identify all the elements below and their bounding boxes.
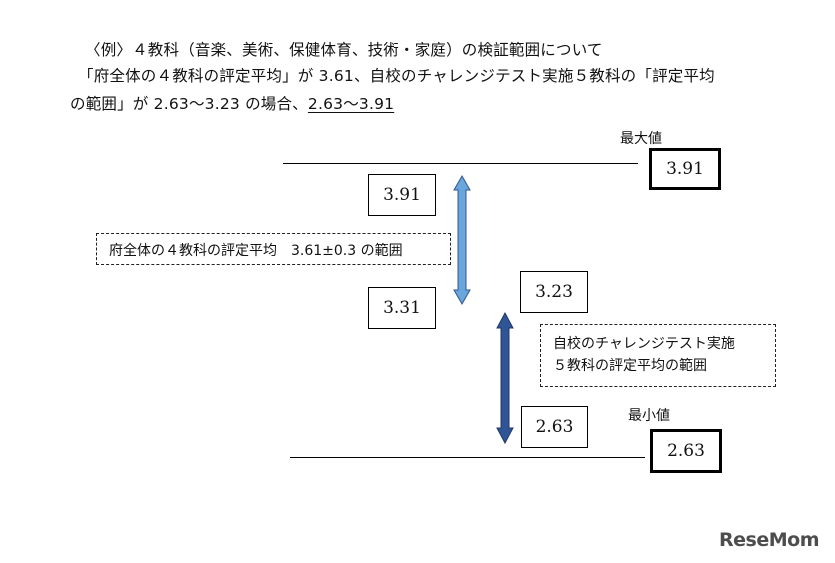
- caption-line-3-prefix: の範囲」が 2.63〜3.23 の場合、: [70, 95, 308, 113]
- pref-range-label: 府全体の４教科の評定平均 3.61±0.3 の範囲: [96, 233, 451, 265]
- pref-upper-box: 3.91: [368, 174, 436, 216]
- resemom-logo: ReseMom: [719, 529, 819, 551]
- school-range-arrow: [496, 311, 514, 445]
- caption-line-3: の範囲」が 2.63〜3.23 の場合、2.63〜3.91: [70, 92, 394, 114]
- min-line: [290, 457, 645, 458]
- pref-range-arrow: [453, 174, 471, 306]
- min-label: 最小値: [628, 408, 670, 424]
- school-upper-box: 3.23: [520, 271, 588, 313]
- school-range-label: 自校のチャレンジテスト実施 ５教科の評定平均の範囲: [540, 324, 776, 387]
- caption-result-range: 2.63〜3.91: [307, 95, 395, 113]
- caption-line-2: 「府全体の４教科の評定平均」が 3.61、自校のチャレンジテスト実施５教科の「評…: [78, 67, 715, 85]
- pref-lower-box: 3.31: [368, 287, 436, 329]
- max-line: [283, 163, 638, 164]
- school-lower-box: 2.63: [521, 406, 588, 448]
- caption-line-1: 〈例〉４教科（音楽、美術、保健体育、技術・家庭）の検証範囲について: [85, 41, 603, 59]
- min-value-box: 2.63: [650, 429, 722, 473]
- school-range-label-line-1: 自校のチャレンジテスト実施: [553, 336, 735, 352]
- max-value-box: 3.91: [649, 148, 721, 190]
- max-label: 最大値: [620, 131, 662, 147]
- school-range-label-line-2: ５教科の評定平均の範囲: [553, 358, 707, 374]
